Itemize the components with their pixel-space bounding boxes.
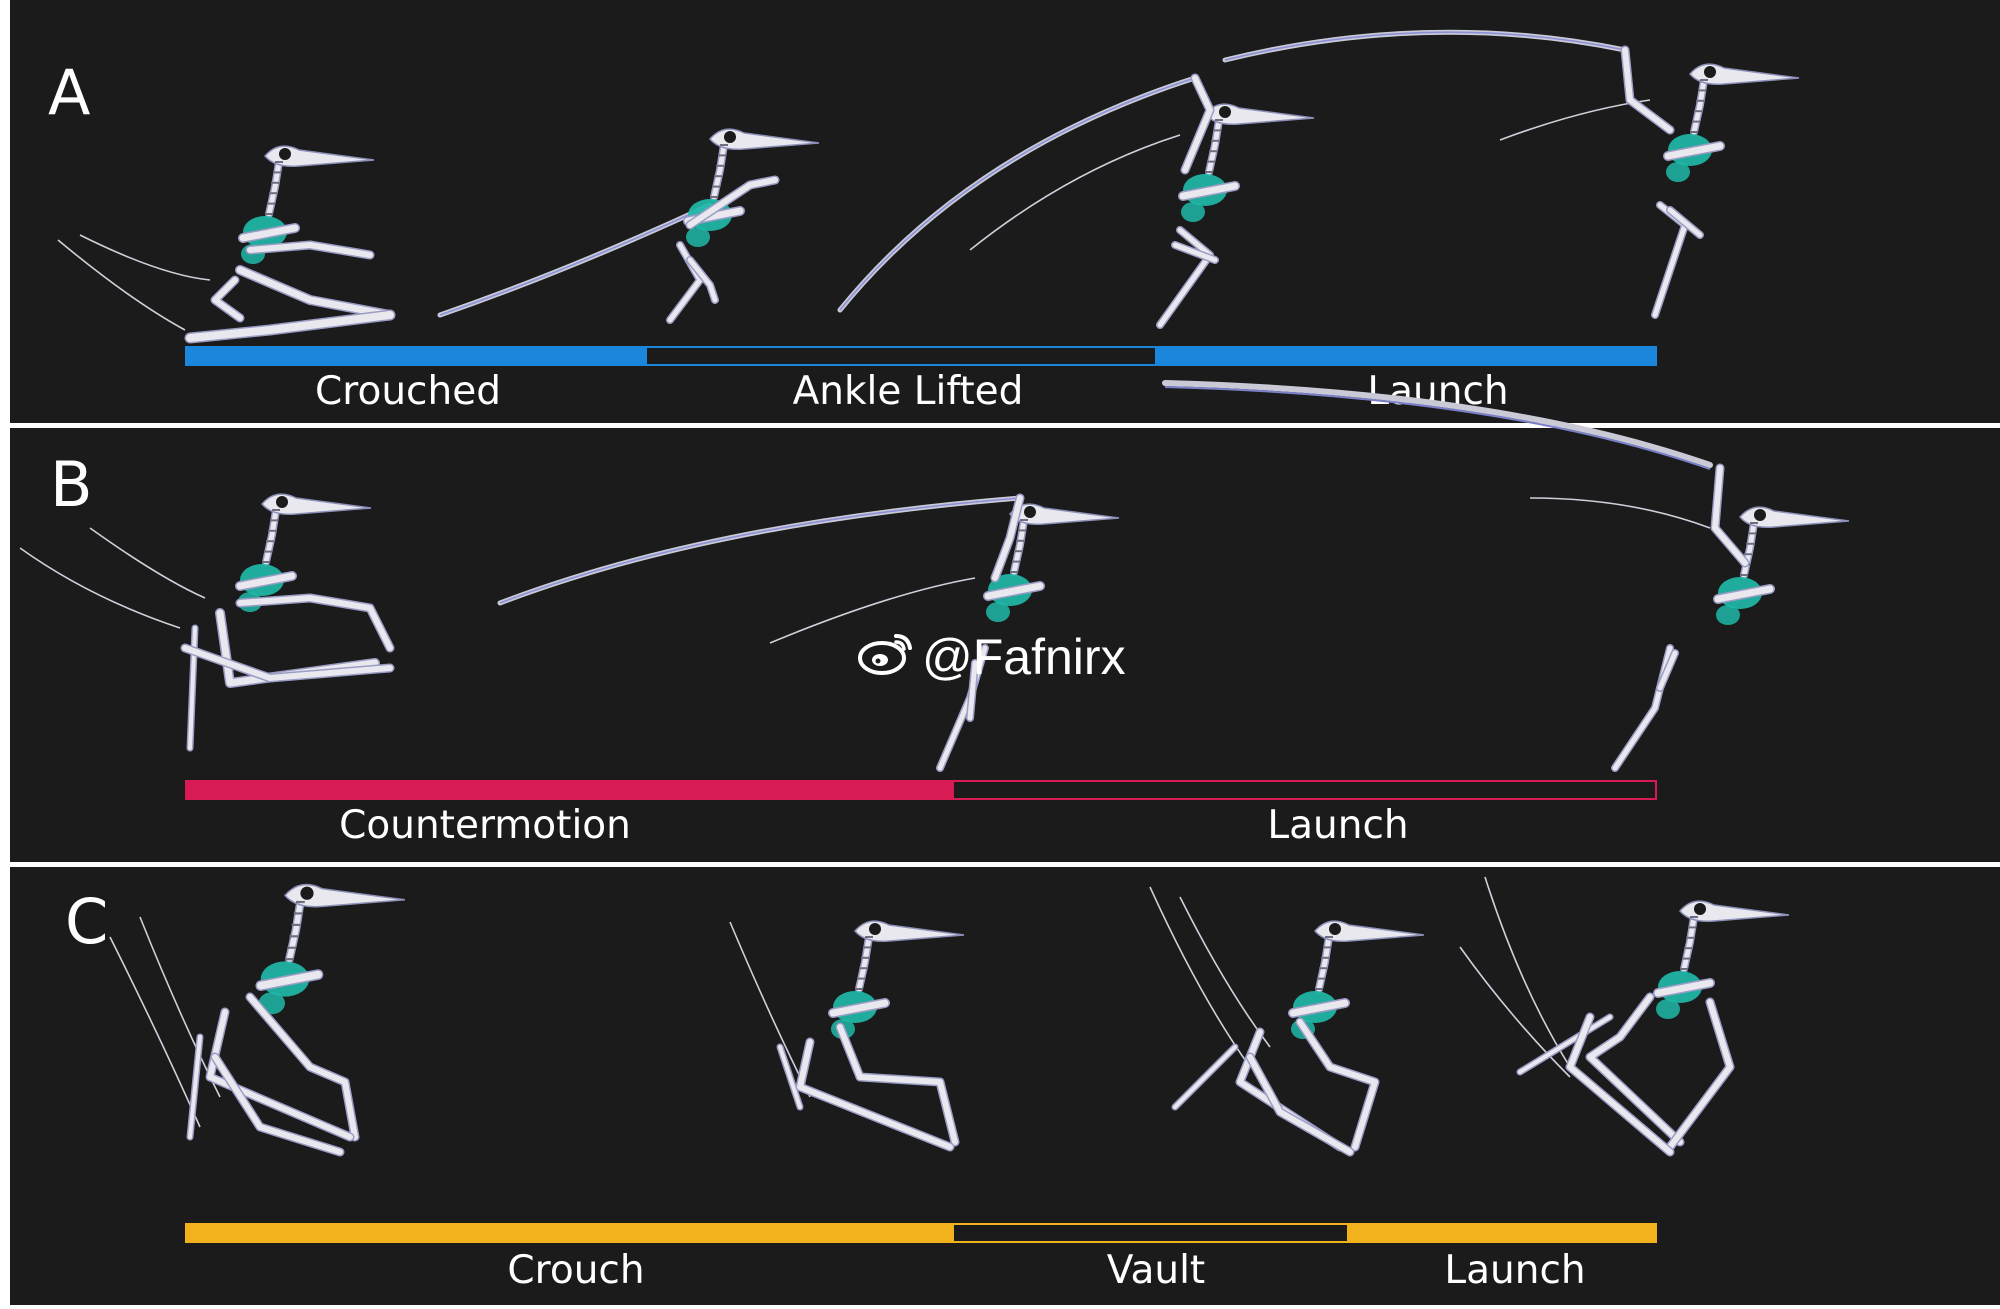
panel-c-letter: C [65,885,109,958]
watermark-handle: @Fafnirx [922,629,1126,685]
pterosaur-frame-c1 [186,883,405,1157]
pterosaur-frame-c4 [1516,900,1790,1157]
phase-bar-vault [952,1223,1349,1243]
phase-label-countermotion: Countermotion [339,803,631,848]
phase-label-crouched: Crouched [315,369,501,414]
phase-label-launch: Launch [1367,369,1509,414]
pterosaur-frame-b3 [1611,463,1850,772]
pterosaur-frame-a1 [184,145,396,344]
phase-label-vault: Vault [1106,1248,1206,1293]
pterosaur-frame-a2 [666,128,820,324]
phase-label-crouch: Crouch [507,1248,645,1293]
panel-b: B Countermotion Launch [10,428,2000,862]
pterosaur-frame-b2 [936,493,1120,772]
phase-bar-crouched [185,346,645,366]
pterosaur-frame-a3 [1156,73,1315,329]
phase-bar-countermotion [185,780,952,800]
panel-b-skeleton-frames [19,463,1850,772]
pterosaur-frame-a4 [1620,45,1800,319]
phase-bar-crouch [185,1223,952,1243]
panel-b-letter: B [50,448,93,521]
weibo-icon [858,630,914,684]
phase-bar-launch [1349,1223,1657,1243]
pterosaur-frame-c3 [1171,920,1425,1157]
phase-bar-launch [1157,346,1657,366]
phase-bar-ankle-lifted [645,346,1157,366]
panel-a: A Crouched Ankle Lifted Launch [10,0,2000,423]
phase-label-launch: Launch [1444,1248,1586,1293]
pterosaur-frame-b1 [180,493,395,752]
panel-c-skeleton-frames [109,876,1790,1157]
phase-label-ankle-lifted: Ankle Lifted [792,369,1024,414]
panel-a-letter: A [48,56,91,129]
panel-c: C Crouch Vault Launch [10,867,2000,1305]
phase-label-launch: Launch [1267,803,1409,848]
panel-a-skeleton-frames [57,29,1800,344]
watermark: @Fafnirx [858,630,1126,684]
phase-bar-launch [952,780,1657,800]
pterosaur-frame-c2 [776,920,965,1152]
